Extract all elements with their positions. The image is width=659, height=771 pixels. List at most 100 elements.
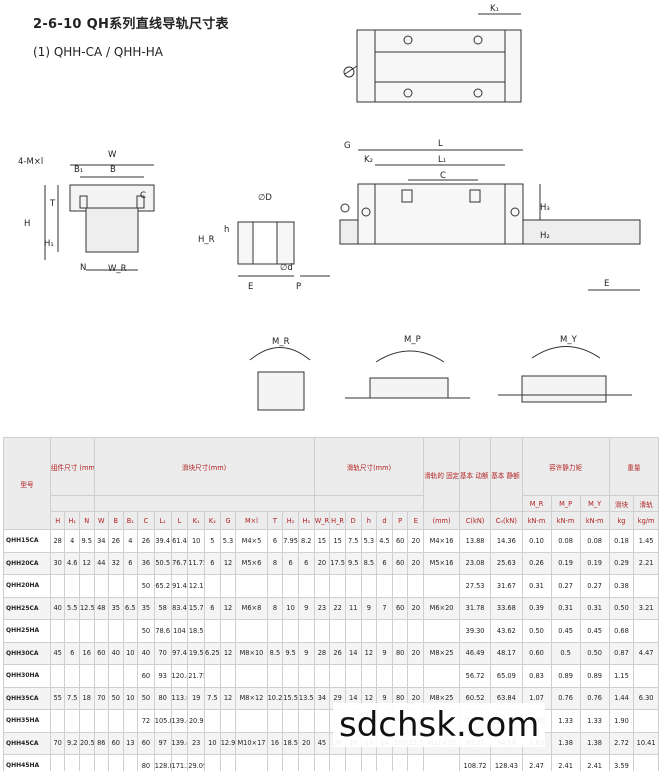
table-cell: 48.17 bbox=[490, 641, 523, 665]
table-cell: 0.89 bbox=[550, 664, 581, 688]
table-cell bbox=[282, 664, 299, 688]
table-cell: 1.15 bbox=[608, 664, 635, 688]
table-cell bbox=[108, 664, 124, 688]
label-B1: B₁ bbox=[74, 165, 83, 175]
table-cell: 6 bbox=[64, 641, 80, 665]
table-cell: 0.39 bbox=[521, 596, 552, 620]
table-cell bbox=[282, 709, 299, 733]
table-cell: M8×10 bbox=[235, 641, 268, 665]
table-cell: 0.31 bbox=[521, 574, 552, 598]
table-cell: 70 bbox=[153, 641, 172, 665]
th-unit: kg/m bbox=[633, 511, 659, 530]
table-cell: 8.5 bbox=[266, 641, 284, 665]
table-cell: 9.5 bbox=[78, 529, 95, 553]
table-cell: 0.29 bbox=[608, 551, 635, 575]
table-cell: 14.36 bbox=[490, 529, 523, 553]
table-cell bbox=[64, 619, 80, 643]
label-h: h bbox=[224, 225, 229, 235]
label-G: G bbox=[344, 141, 351, 151]
table-cell: 6 bbox=[266, 529, 284, 553]
table-cell: 29.09 bbox=[187, 754, 206, 771]
table-cell: 86 bbox=[93, 731, 109, 755]
table-cell: 34 bbox=[313, 686, 331, 710]
th-moment: 容许静力矩 bbox=[521, 437, 610, 496]
table-cell bbox=[376, 574, 393, 598]
th-w-rail: 滑轨 bbox=[633, 495, 659, 512]
table-cell bbox=[344, 619, 362, 643]
table-cell: 93 bbox=[153, 664, 172, 688]
table-cell: 0.5 bbox=[550, 641, 581, 665]
table-cell bbox=[49, 574, 66, 598]
table-cell bbox=[391, 574, 409, 598]
table-cell: 0.76 bbox=[550, 686, 581, 710]
page-subtitle: (1) QHH-CA / QHH-HA bbox=[33, 45, 163, 59]
table-cell: 55 bbox=[49, 686, 66, 710]
table-cell: 23 bbox=[313, 596, 331, 620]
model-cell: QHH35HA bbox=[3, 709, 51, 733]
table-cell: 11 bbox=[344, 596, 362, 620]
table-cell: 76.7 bbox=[170, 551, 189, 575]
table-cell bbox=[204, 619, 221, 643]
table-cell: 0.08 bbox=[550, 529, 581, 553]
table-cell: 0.27 bbox=[550, 574, 581, 598]
label-E: E bbox=[248, 282, 253, 292]
table-cell bbox=[282, 574, 299, 598]
table-cell: 6 bbox=[297, 551, 315, 575]
table-cell: 2.72 bbox=[608, 731, 635, 755]
table-cell: 33.68 bbox=[490, 596, 523, 620]
table-cell bbox=[266, 754, 284, 771]
table-cell bbox=[297, 664, 315, 688]
table-cell: 7.95 bbox=[282, 529, 299, 553]
th-unit: C bbox=[137, 511, 155, 530]
table-cell: 31.78 bbox=[458, 596, 492, 620]
table-cell: 7.5 bbox=[204, 686, 221, 710]
th-unit: H₃ bbox=[297, 511, 315, 530]
table-cell bbox=[49, 709, 66, 733]
table-cell bbox=[297, 619, 315, 643]
th-block: 滑块尺寸(mm) bbox=[93, 437, 315, 496]
table-cell: 16 bbox=[78, 641, 95, 665]
table-cell: 26 bbox=[329, 641, 346, 665]
table-cell bbox=[122, 664, 139, 688]
table-cell bbox=[313, 709, 331, 733]
table-cell bbox=[360, 754, 378, 771]
th-MY: M_Y bbox=[579, 495, 610, 512]
table-cell: 40 bbox=[108, 641, 124, 665]
table-cell: 4 bbox=[122, 529, 139, 553]
table-cell: 26 bbox=[137, 529, 155, 553]
table-cell: 15 bbox=[313, 529, 331, 553]
table-cell bbox=[64, 664, 80, 688]
table-cell bbox=[64, 574, 80, 598]
model-cell: QHH25HA bbox=[3, 619, 51, 643]
table-cell bbox=[407, 664, 425, 688]
table-cell: 10.2 bbox=[266, 686, 284, 710]
table-cell: M5×6 bbox=[235, 551, 268, 575]
table-cell bbox=[329, 574, 346, 598]
table-cell: 19 bbox=[187, 686, 206, 710]
th-unit: H_R bbox=[329, 511, 346, 530]
table-cell: 0.87 bbox=[608, 641, 635, 665]
table-cell: 6.5 bbox=[122, 596, 139, 620]
th-model: 型号 bbox=[3, 437, 51, 530]
table-cell: 12.5 bbox=[78, 596, 95, 620]
table-cell: 3.59 bbox=[608, 754, 635, 771]
table-cell: 48 bbox=[93, 596, 109, 620]
table-cell: 65.09 bbox=[490, 664, 523, 688]
table-cell bbox=[93, 709, 109, 733]
table-cell: 1.38 bbox=[579, 731, 610, 755]
table-cell: 60 bbox=[93, 641, 109, 665]
table-row: QHH35HA72105.8139.420.973.5984.561.451.3… bbox=[3, 709, 659, 733]
table-cell bbox=[108, 754, 124, 771]
table-cell: 2.21 bbox=[633, 551, 659, 575]
table-cell: 19.5 bbox=[187, 641, 206, 665]
table-cell: 34 bbox=[93, 529, 109, 553]
table-cell: 17.5 bbox=[329, 551, 346, 575]
table-cell bbox=[633, 619, 659, 643]
table-cell bbox=[313, 754, 331, 771]
table-cell: 9.5 bbox=[344, 551, 362, 575]
table-cell bbox=[204, 574, 221, 598]
table-cell: M6×8 bbox=[235, 596, 268, 620]
table-cell: 70 bbox=[93, 686, 109, 710]
table-cell: M8×12 bbox=[235, 686, 268, 710]
